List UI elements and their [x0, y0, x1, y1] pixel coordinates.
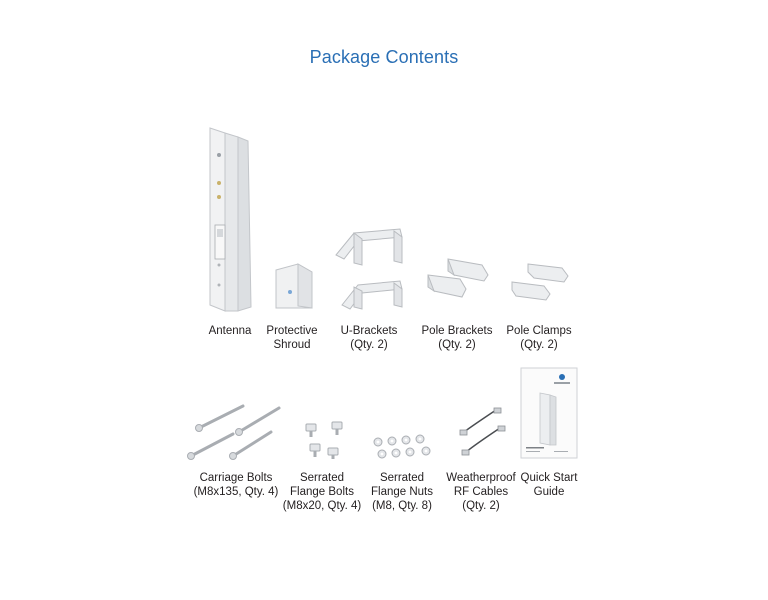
flange-nut-icon [373, 434, 431, 459]
pole-brackets-image [424, 255, 492, 301]
caption-pole-brackets: Pole Brackets (Qty. 2) [421, 325, 493, 351]
pole-clamps-image [508, 262, 572, 304]
pole-clamp-icon [511, 263, 569, 301]
weatherproof-rf-cables-image [456, 406, 506, 456]
carriage-bolt-icon [187, 404, 281, 460]
carriage-bolts-image [185, 400, 283, 462]
caption-serrated-flange-nuts: Serrated Flange Nuts (M8, Qty. 8) [370, 472, 433, 512]
caption-weatherproof-rf-cables: Weatherproof RF Cables (Qty. 2) [446, 472, 516, 512]
caption-serrated-flange-bolts: Serrated Flange Bolts (M8x20, Qty. 4) [282, 472, 362, 512]
caption-carriage-bolts: Carriage Bolts (M8x135, Qty. 4) [193, 472, 279, 498]
caption-u-brackets: U-Brackets (Qty. 2) [340, 325, 398, 351]
caption-antenna: Antenna [208, 325, 252, 337]
u-brackets-image [332, 225, 406, 317]
pole-bracket-icon [427, 258, 489, 298]
antenna-icon [209, 127, 252, 312]
shroud-icon [275, 263, 313, 309]
protective-shroud-image [272, 262, 316, 312]
flange-bolt-icon [305, 421, 343, 459]
caption-protective-shroud: Protective Shroud [266, 325, 318, 351]
page-title: Package Contents [309, 47, 459, 67]
antenna-image [205, 125, 255, 315]
rf-cable-icon [459, 407, 506, 456]
serrated-flange-bolts-image [302, 418, 348, 460]
quick-start-guide-image [520, 367, 578, 459]
guide-booklet-icon [520, 367, 578, 459]
serrated-flange-nuts-image [372, 434, 436, 460]
caption-pole-clamps: Pole Clamps (Qty. 2) [506, 325, 572, 351]
caption-quick-start-guide: Quick Start Guide [520, 472, 578, 498]
u-bracket-icon [335, 228, 403, 310]
